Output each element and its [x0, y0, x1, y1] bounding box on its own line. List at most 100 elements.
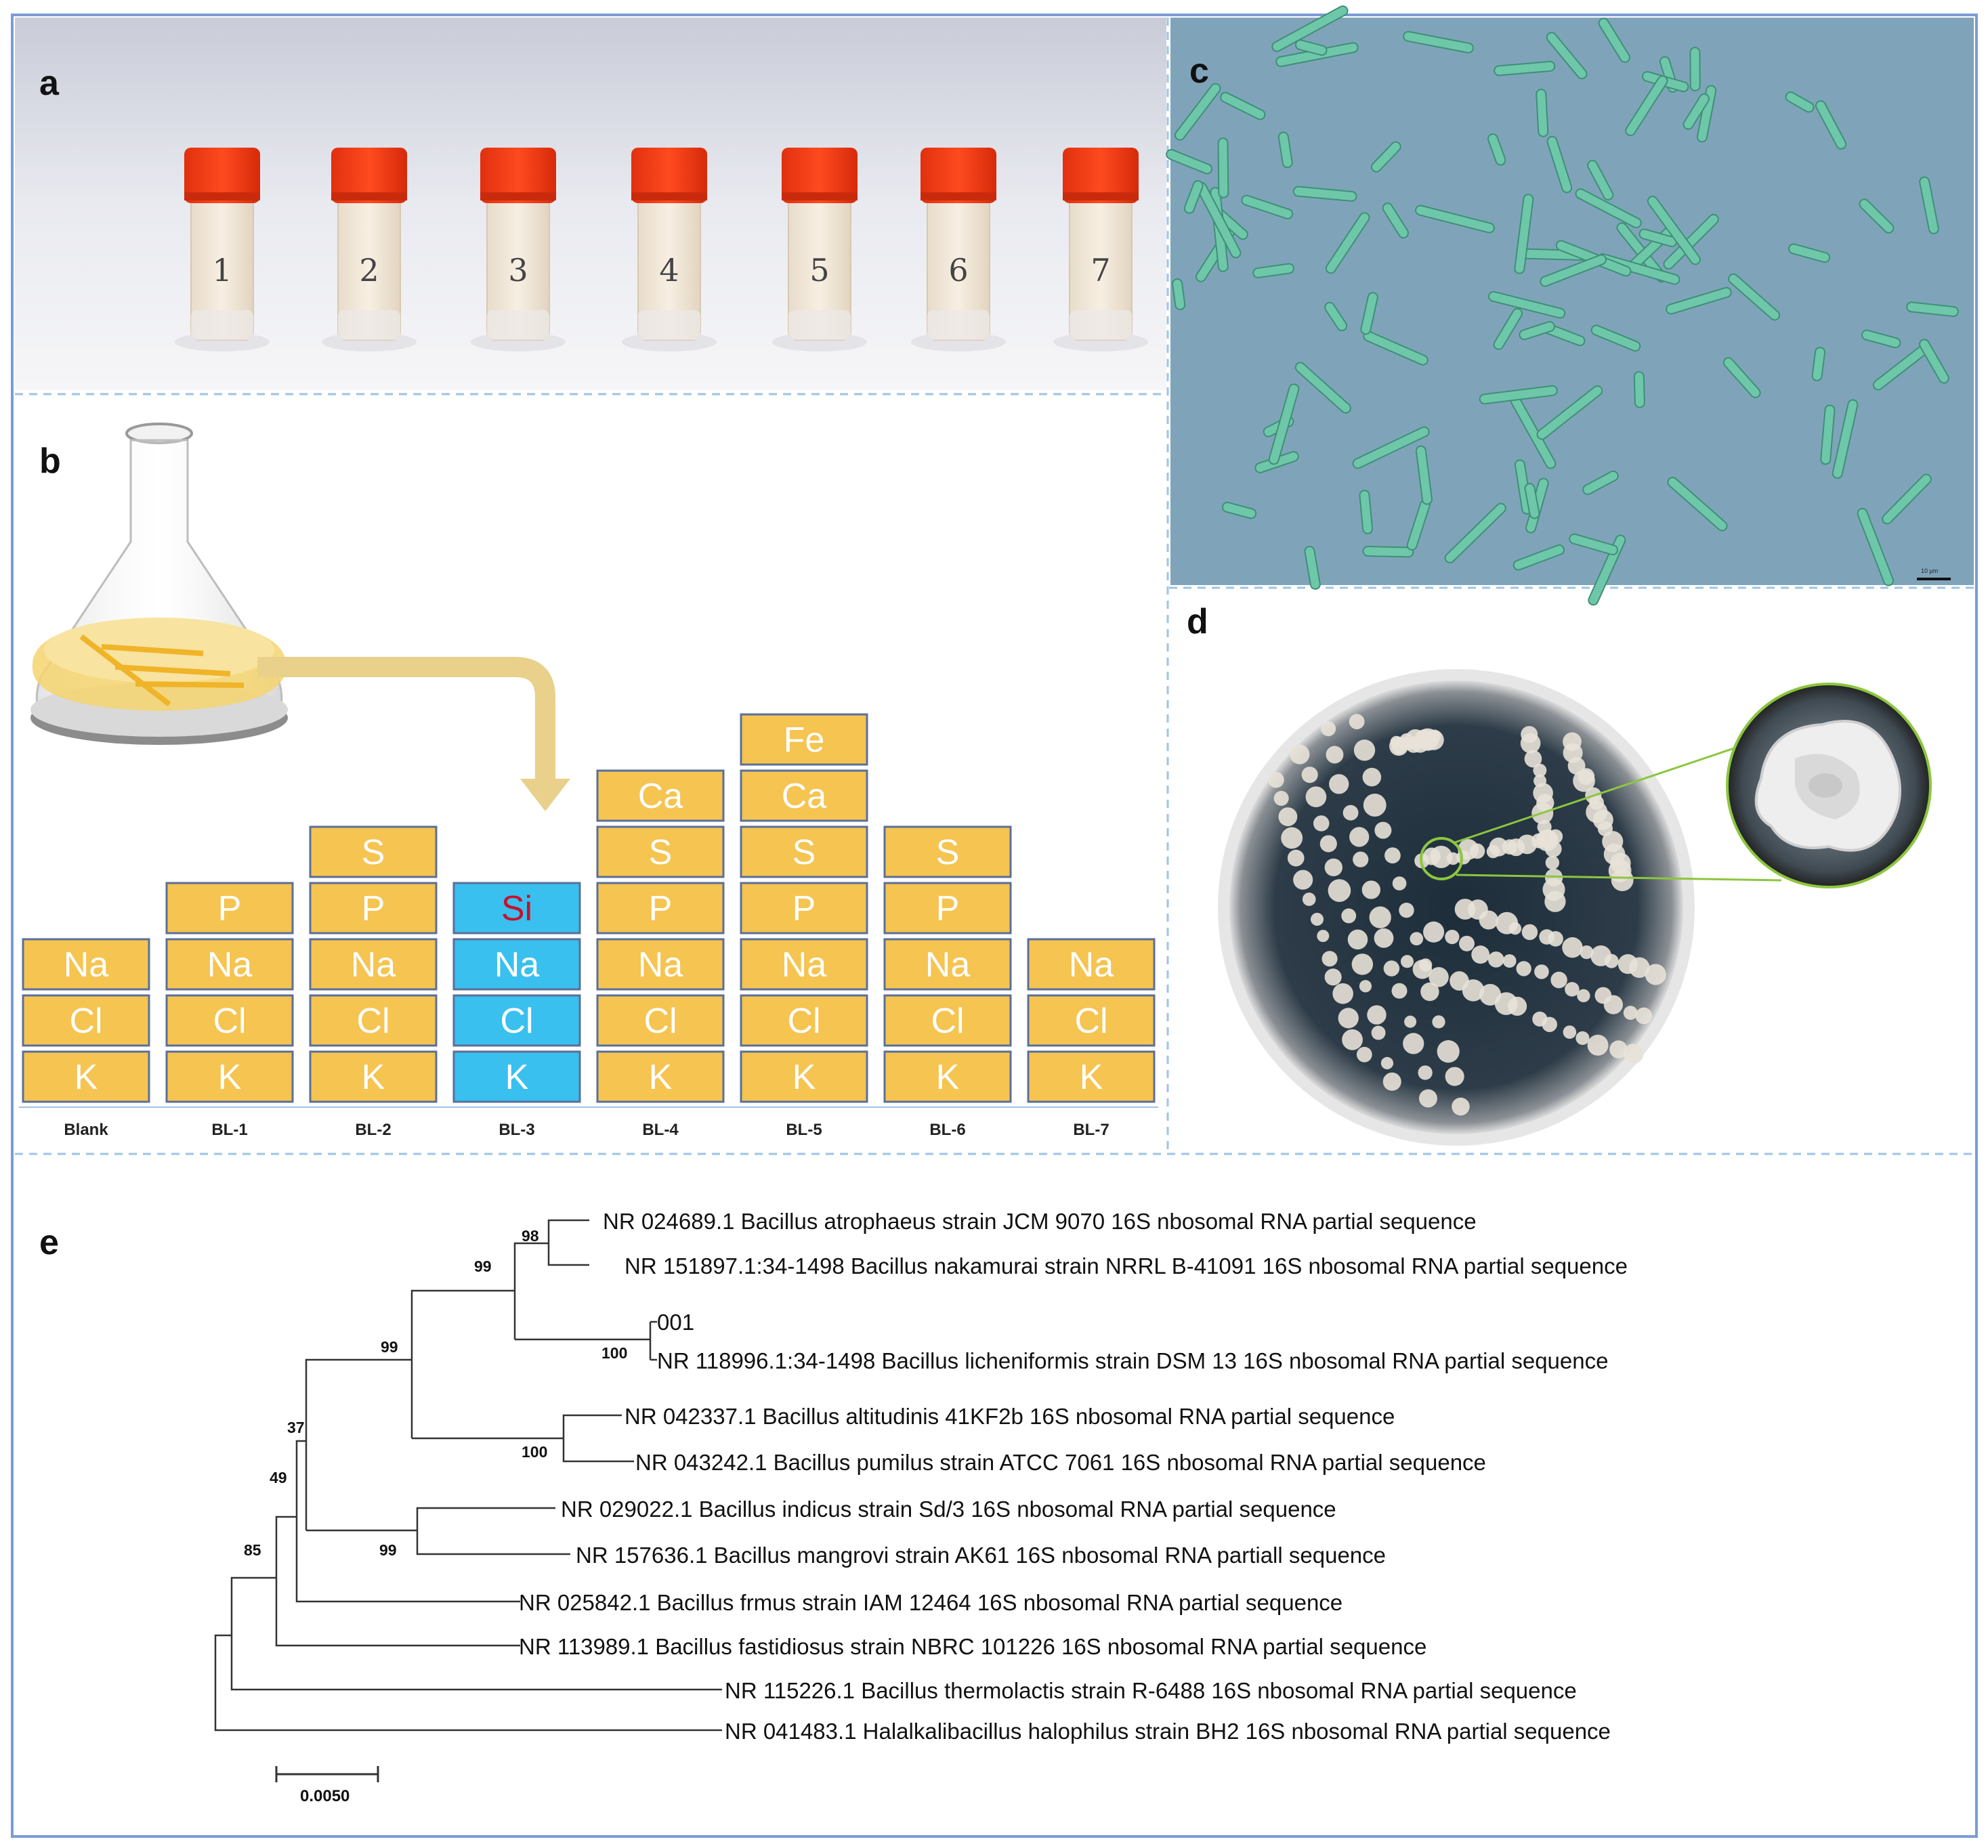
element-symbol: K	[649, 1058, 673, 1097]
colony	[1363, 794, 1387, 817]
tube-label: 5	[809, 252, 829, 288]
colony	[1548, 931, 1563, 947]
element-block	[883, 938, 1012, 991]
zoom-line-top	[1452, 747, 1735, 844]
tube-4: 4	[622, 148, 717, 351]
element-block	[165, 938, 294, 991]
element-block	[452, 938, 581, 991]
colony	[1445, 1067, 1464, 1086]
colony	[1338, 1008, 1359, 1029]
colony	[1462, 979, 1485, 1002]
colony	[1469, 843, 1485, 859]
element-symbol: Na	[351, 945, 396, 985]
element-block	[740, 825, 868, 878]
bacterium	[1906, 301, 1959, 318]
bacterium	[1183, 180, 1204, 214]
element-symbol: P	[649, 889, 673, 928]
bacterium	[1666, 286, 1732, 315]
bootstrap-value: 99	[474, 1258, 492, 1275]
tube-label: 6	[948, 252, 968, 288]
colony	[1349, 714, 1365, 729]
colony	[1609, 1040, 1628, 1058]
element-symbol: Cl	[500, 1002, 533, 1041]
bacterium	[1857, 508, 1895, 586]
element-symbol: K	[218, 1058, 242, 1097]
colony	[1544, 840, 1562, 857]
colony	[1324, 858, 1342, 877]
bacterium	[1220, 91, 1266, 121]
column-label: BL-7	[1073, 1121, 1109, 1139]
bacterium	[1815, 100, 1847, 150]
element-symbol: S	[649, 833, 673, 872]
colony	[1502, 954, 1517, 968]
column-label: BL-1	[211, 1121, 247, 1139]
colony	[1471, 945, 1490, 964]
colony	[1459, 935, 1475, 951]
bacterium	[1785, 91, 1815, 113]
colony	[1392, 876, 1407, 890]
element-block	[883, 994, 1012, 1047]
bacterium	[1325, 212, 1370, 274]
element-block	[309, 825, 438, 878]
taxon-label: NR 118996.1:34-1498 Bacillus licheniform…	[657, 1348, 1608, 1373]
bacterium	[1546, 135, 1573, 194]
element-symbol: Cl	[931, 1002, 964, 1041]
bacterium	[1444, 502, 1506, 563]
colony	[1611, 869, 1634, 892]
element-block	[740, 938, 868, 991]
taxon-label: NR 043242.1 Bacillus pumilus strain ATCC…	[635, 1450, 1486, 1475]
colony	[1342, 804, 1359, 821]
bacterium	[1217, 137, 1229, 198]
bacterium	[1590, 324, 1641, 352]
tube-label: 3	[508, 252, 528, 288]
element-block	[1027, 1050, 1156, 1103]
bacterium	[1519, 321, 1555, 341]
element-symbol: Cl	[69, 1002, 102, 1041]
element-block	[596, 769, 725, 822]
colony	[1423, 921, 1445, 943]
element-block	[596, 938, 725, 991]
bootstrap-value: 100	[522, 1443, 547, 1461]
colony	[1317, 930, 1330, 943]
colony	[1507, 996, 1527, 1016]
bacterium	[1820, 404, 1836, 465]
element-block	[309, 882, 438, 934]
element-symbol: Ca	[638, 777, 683, 816]
tube-5: 5	[772, 148, 867, 351]
bacterium	[1683, 93, 1710, 130]
phylogenetic-tree-branches	[214, 1219, 722, 1732]
colony	[1319, 835, 1337, 853]
colony	[1533, 763, 1547, 777]
bacterium	[1304, 545, 1321, 590]
bacterium	[1524, 483, 1540, 519]
bacterium	[1638, 228, 1678, 247]
bacterium	[1174, 83, 1221, 141]
element-symbol: P	[218, 889, 242, 928]
element-block	[596, 825, 725, 878]
element-symbol: K	[792, 1058, 816, 1097]
element-block	[1027, 938, 1156, 991]
colony	[1412, 960, 1433, 979]
colony	[1359, 980, 1372, 993]
colony	[1404, 1015, 1417, 1028]
bacterium	[1370, 141, 1401, 173]
element-symbol: S	[792, 833, 816, 872]
colony	[1403, 1033, 1424, 1054]
element-symbol: Ca	[782, 777, 827, 816]
panel-e: e NR 024689.1 Bacillus atrophaeus strain…	[39, 1209, 1628, 1805]
element-symbol: K	[362, 1058, 385, 1097]
colony	[1302, 893, 1316, 906]
colony	[1542, 1016, 1557, 1033]
column-label: Blank	[64, 1121, 108, 1139]
colony	[1418, 1065, 1433, 1080]
panel-a-label: a	[39, 64, 60, 103]
tube-6: 6	[911, 148, 1006, 351]
colony	[1487, 951, 1504, 968]
colony	[1268, 771, 1284, 788]
colony	[1635, 1007, 1653, 1025]
element-block	[22, 994, 150, 1047]
colony	[1452, 1097, 1470, 1116]
panel-c: c 10 μm	[1166, 5, 1974, 606]
